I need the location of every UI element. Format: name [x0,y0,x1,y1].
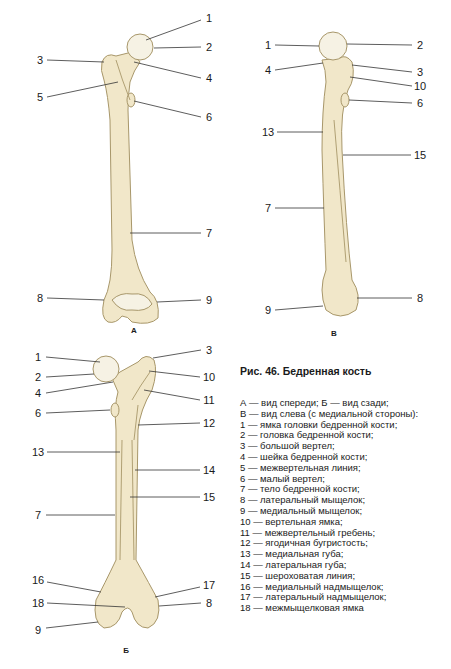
callout-number: 2 [206,41,212,53]
callout-number: 14 [203,464,215,476]
callout-number: 18 [32,597,44,609]
callout-number: 9 [206,294,212,306]
legend-line: 2 — головка бедренной кости; [240,430,445,441]
femur-medial [322,57,358,316]
callout-number: 7 [35,509,41,521]
legend-line: 10 — вертельная ямка; [240,517,445,528]
view-letter: А [131,326,137,335]
femur-head [127,34,153,60]
legend-line: 1 — ямка головки бедренной кости; [240,420,445,431]
callout-number: 13 [32,446,44,458]
callout-number: 10 [414,80,426,92]
femur-head [319,32,347,60]
view-letter: Б [123,646,129,655]
callout-number: 5 [37,91,43,103]
callout-number: 8 [206,597,212,609]
legend-line: 14 — латеральная губа; [240,560,445,571]
legend-line: 16 — медиальный надмыщелок; [240,582,445,593]
legend-line: 17 — латеральный надмыщелок; [240,592,445,603]
legend-line: 12 — ягодичная бугристость; [240,538,445,549]
callout-number: 11 [203,394,214,406]
callout-number: 6 [35,407,41,419]
legend-line: 3 — большой вертел; [240,441,445,452]
legend-text: А — вид спереди; Б — вид сзади;В — вид с… [240,398,445,614]
lesser-trochanter [341,93,349,107]
callout-number: 3 [206,344,212,356]
callout-number: 17 [203,579,215,591]
figure-title: Рис. 46. Бедренная кость [240,365,371,377]
callout-number: 9 [35,624,41,636]
lesser-trochanter [111,403,119,417]
callout-number: 3 [417,66,423,78]
callout-number: 12 [203,417,215,429]
callout-number: 2 [35,371,41,383]
legend-line: 7 — тело бедренной кости; [240,484,445,495]
legend-line: 5 — межвертельная линия; [240,463,445,474]
legend-line: 15 — шероховатая линия; [240,571,445,582]
callout-number: 8 [417,292,423,304]
view-letter: В [331,329,337,338]
callout-number: 4 [206,72,212,84]
legend-line: 6 — малый вертел; [240,474,445,485]
callout-number: 7 [206,227,212,239]
legend-line: 13 — медиальная губа; [240,549,445,560]
callout-number: 1 [35,351,41,363]
callout-number: 6 [417,97,423,109]
callout-number: 3 [37,54,43,66]
callout-number: 15 [414,149,426,161]
callout-number: 4 [265,64,271,76]
callout-number: 8 [37,292,43,304]
figure-caption: Рис. 46. Бедренная кость [240,365,445,377]
femur-head [93,356,119,382]
femur-back [95,356,159,628]
callout-number: 13 [262,126,274,138]
legend-line: А — вид спереди; Б — вид сзади; [240,398,445,409]
callout-number: 1 [206,12,212,24]
callout-number: 4 [35,387,41,399]
callout-number: 7 [265,202,271,214]
legend-line: 4 — шейка бедренной кости; [240,452,445,463]
legend-line: 11 — межвертельный гребень; [240,528,445,539]
legend-line: 9 — медиальный мыщелок; [240,506,445,517]
callout-number: 15 [203,491,215,503]
legend-line: В — вид слева (с медиальной стороны): [240,409,445,420]
callout-number: 1 [265,39,271,51]
femur-front [101,52,158,323]
legend-line: 18 — межмыщелковая ямка [240,603,445,614]
callout-number: 2 [417,39,423,51]
callout-number: 16 [32,574,44,586]
callout-number: 10 [203,371,215,383]
patellar-surface [112,294,152,311]
callout-number: 9 [265,304,271,316]
callout-number: 6 [206,111,212,123]
legend-line: 8 — латеральный мыщелок; [240,495,445,506]
